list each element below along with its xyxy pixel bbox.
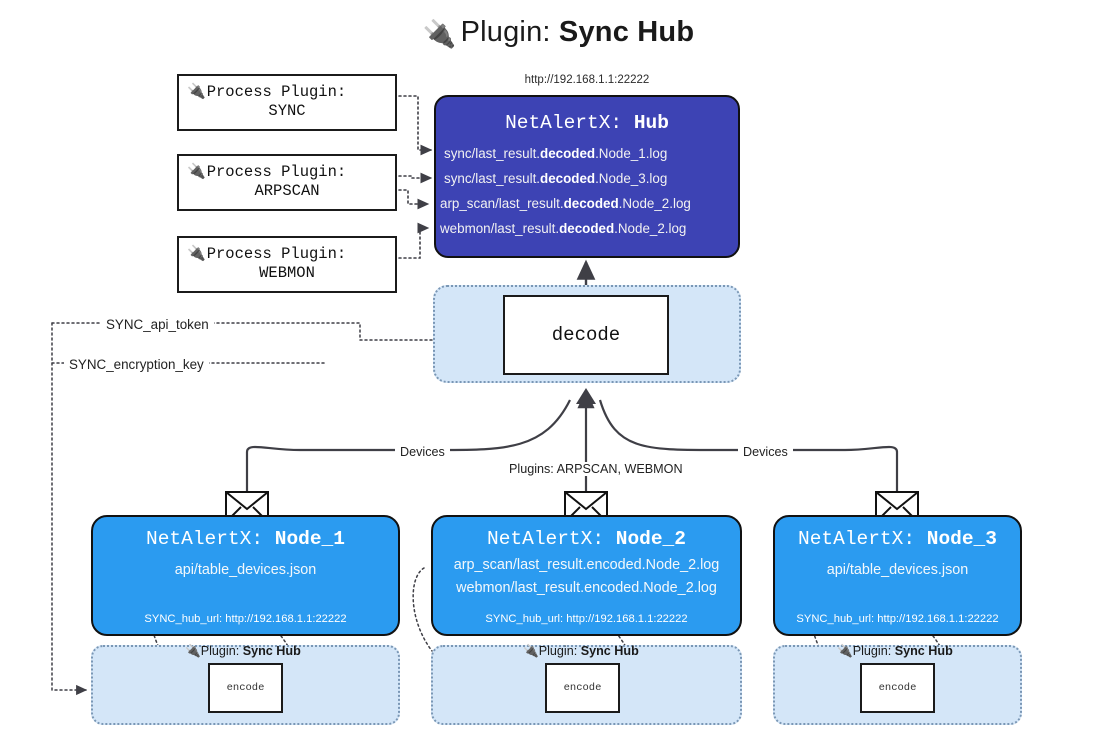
title-name: Sync Hub: [558, 16, 695, 48]
hub-url-label: http://192.168.1.1:22222: [524, 74, 650, 86]
process-plugin-line1: 🔌Process Plugin:: [187, 163, 347, 181]
encode-plugin-label-2: 🔌Plugin: Sync Hub: [523, 644, 639, 658]
plug-icon: 🔌: [837, 644, 853, 658]
node-line: api/table_devices.json: [826, 562, 969, 578]
node-title: NetAlertX: Node_1: [146, 528, 345, 550]
hub-log-item: arp_scan/last_result.decoded.Node_2.log: [440, 196, 691, 211]
hub-title: NetAlertX: Hub: [436, 112, 738, 134]
hub-box[interactable]: NetAlertX: Hub sync/last_result.decoded.…: [434, 95, 740, 258]
plug-icon: 🔌: [187, 245, 206, 262]
node-footer: SYNC_hub_url: http://192.168.1.1:22222: [796, 613, 999, 625]
sync-encryption-key-label: SYNC_encryption_key: [64, 357, 209, 372]
wire-tokens-to-encoders: [51, 322, 88, 696]
process-plugin-line1: 🔌Process Plugin:: [187, 245, 347, 263]
edge-label-plugins: Plugins: ARPSCAN, WEBMON: [504, 462, 688, 476]
hub-log-item: sync/last_result.decoded.Node_3.log: [444, 171, 668, 186]
node-line: arp_scan/last_result.encoded.Node_2.log: [453, 557, 720, 573]
process-plugin-line1: 🔌Process Plugin:: [187, 83, 347, 101]
encode-box-3[interactable]: encode: [860, 663, 935, 713]
page-title: 🔌Plugin: Sync Hub: [0, 16, 1117, 49]
edge-label-devices-right: Devices: [738, 445, 793, 459]
wire-arpscan-hub-b: [398, 189, 430, 210]
arrowhead-decode-in: [576, 388, 596, 404]
hub-log-list: sync/last_result.decoded.Node_1.log sync…: [436, 141, 738, 241]
process-plugin-webmon[interactable]: 🔌Process Plugin: WEBMON: [177, 236, 397, 293]
process-plugin-name: SYNC: [268, 102, 306, 120]
hub-title-name: Hub: [633, 112, 669, 134]
hub-log-item: webmon/last_result.decoded.Node_2.log: [440, 221, 687, 236]
plug-icon: 🔌: [187, 83, 206, 100]
sync-api-token-label: SYNC_api_token: [101, 317, 214, 332]
encode-box-1[interactable]: encode: [208, 663, 283, 713]
node-title: NetAlertX: Node_3: [798, 528, 997, 550]
edge-label-devices-left: Devices: [395, 445, 450, 459]
encode-box-2[interactable]: encode: [545, 663, 620, 713]
node-line: api/table_devices.json: [174, 562, 317, 578]
title-prefix: Plugin:: [460, 16, 559, 48]
node-line: webmon/last_result.encoded.Node_2.log: [456, 580, 717, 596]
process-plugin-name: WEBMON: [259, 264, 315, 282]
node-footer: SYNC_hub_url: http://192.168.1.1:22222: [144, 613, 347, 625]
node-title: NetAlertX: Node_2: [487, 528, 686, 550]
process-plugin-name: ARPSCAN: [254, 182, 320, 200]
node-box-node-1[interactable]: NetAlertX: Node_1 api/table_devices.json…: [91, 515, 400, 636]
plug-icon: 🔌: [187, 163, 206, 180]
plug-icon: 🔌: [523, 644, 539, 658]
wire-arpscan-hub-a: [398, 172, 433, 184]
node-footer: SYNC_hub_url: http://192.168.1.1:22222: [485, 613, 688, 625]
node-box-node-3[interactable]: NetAlertX: Node_3 api/table_devices.json…: [773, 515, 1022, 636]
plug-icon: 🔌: [185, 644, 201, 658]
wire-sync-to-hub: [398, 95, 433, 156]
process-plugin-sync[interactable]: 🔌Process Plugin: SYNC: [177, 74, 397, 131]
node-box-node-2[interactable]: NetAlertX: Node_2 arp_scan/last_result.e…: [431, 515, 742, 636]
decode-box[interactable]: decode: [503, 295, 669, 375]
hub-title-prefix: NetAlertX:: [505, 112, 634, 134]
encode-plugin-label-1: 🔌Plugin: Sync Hub: [185, 644, 301, 658]
plug-icon: 🔌: [422, 19, 457, 49]
process-plugin-arpscan[interactable]: 🔌Process Plugin: ARPSCAN: [177, 154, 397, 211]
hub-log-item: sync/last_result.decoded.Node_1.log: [444, 146, 668, 161]
encode-plugin-label-3: 🔌Plugin: Sync Hub: [837, 644, 953, 658]
wire-webmon-to-hub: [398, 222, 430, 259]
